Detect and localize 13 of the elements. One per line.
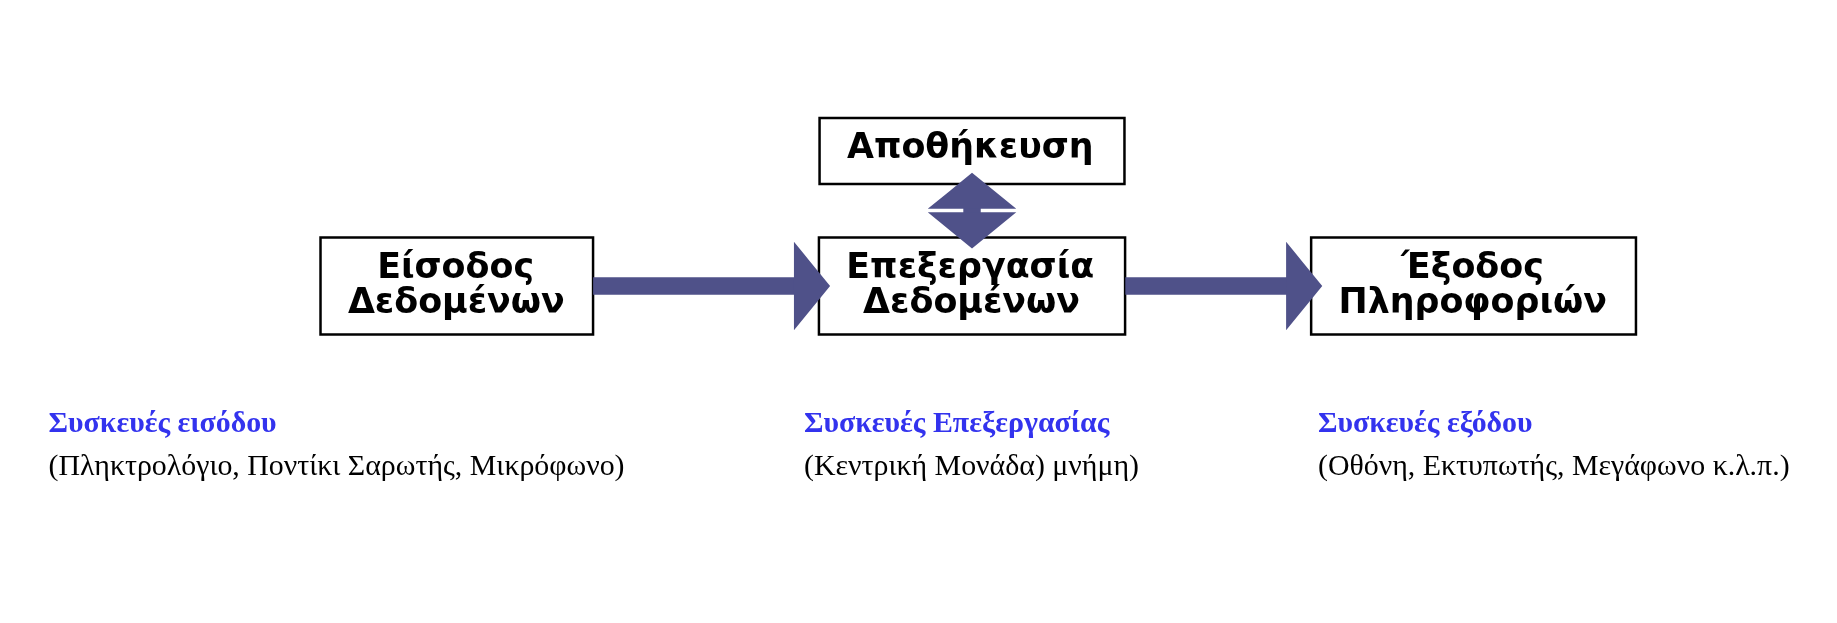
arrow xyxy=(927,172,1017,249)
node-box: Αποθήκευση xyxy=(818,116,1126,186)
arrow xyxy=(1125,241,1323,331)
arrow xyxy=(593,241,831,331)
node-label: (Πληκτρολόγιο, Ποντίκι Σαρωτής, Μικρόφωνο) xyxy=(48,448,625,482)
node-box: Επεξεργασία Δεδομένων xyxy=(817,236,1127,336)
node-label: Συσκευές εισόδου xyxy=(48,404,277,438)
node-box: Είσοδος Δεδομένων xyxy=(319,236,595,336)
node-box: Έξοδος Πληροφοριών xyxy=(1309,236,1638,336)
node-label: Συσκευές Επεξεργασίας xyxy=(804,404,1110,438)
node-label: (Κεντρική Μονάδα) μνήμη) xyxy=(804,448,1140,482)
node-label: (Οθόνη, Εκτυπωτής, Μεγάφωνο κ.λ.π.) xyxy=(1317,448,1790,482)
node-label: Συσκευές εξόδου xyxy=(1317,404,1533,438)
